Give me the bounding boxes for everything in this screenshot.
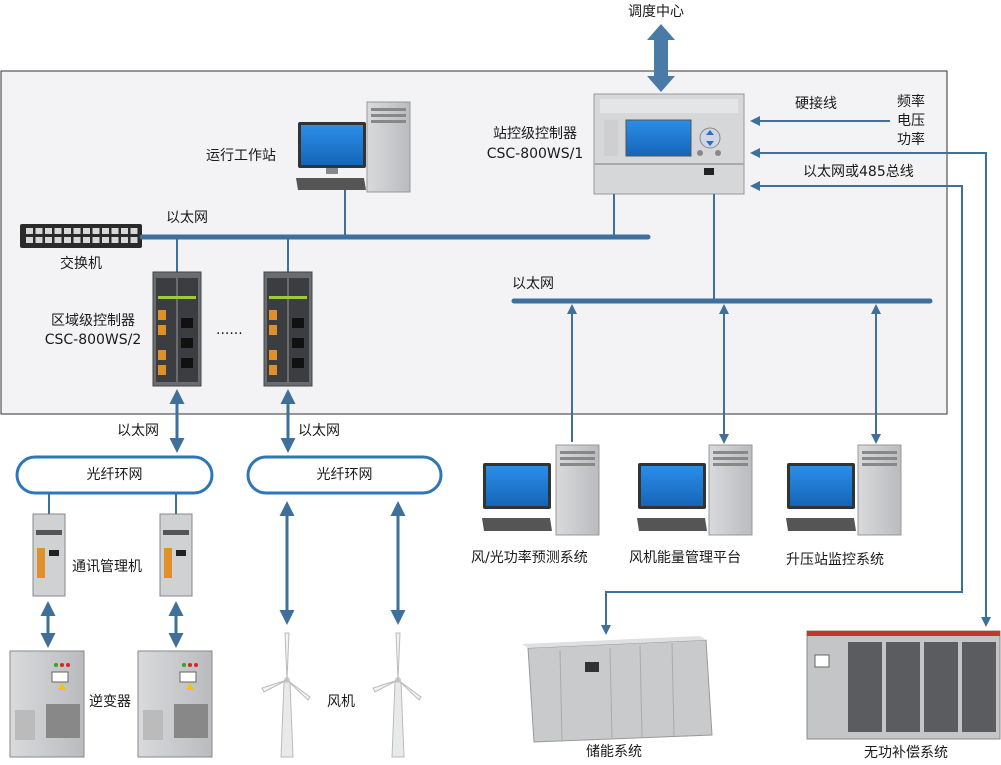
comm-manager-device-2: [159, 513, 193, 597]
substation-monitor-label: 升压站监控系统: [786, 552, 884, 568]
station-controller-title: 站控级控制器: [493, 126, 577, 142]
switch-port: [102, 237, 109, 243]
storage-system-label: 储能系统: [586, 744, 642, 760]
wind-turbine-icon-1: [261, 632, 311, 758]
switch-port: [73, 228, 81, 234]
inverter-cabinet-2: [137, 650, 213, 758]
regional-controller-model: CSC-800WS/2: [44, 332, 142, 348]
reactive-compensation-cabinet: [806, 630, 1001, 740]
energy-platform-computer-icon: [637, 444, 753, 536]
switch-port: [121, 228, 128, 234]
ethernet-485-label: 以太网或485总线: [803, 164, 914, 180]
wind-turbine-icon-2: [372, 632, 422, 758]
workstation-label: 运行工作站: [206, 148, 276, 164]
forecast-computer-icon: [482, 444, 600, 536]
fiber-ring-2-label: 光纤环网: [316, 467, 373, 483]
inverter-cabinet-1: [9, 650, 85, 758]
wind-turbine-label: 风机: [327, 694, 355, 710]
switch-port: [26, 237, 33, 243]
dispatch-center-label: 调度中心: [628, 4, 684, 20]
switch-port: [83, 237, 90, 243]
switch-label: 交换机: [60, 256, 102, 272]
switch-port: [111, 237, 119, 243]
switch-port: [54, 228, 62, 234]
switch-port: [130, 228, 138, 234]
regional-controller-device-2: [263, 271, 313, 387]
switch-port: [54, 237, 62, 243]
switch-port: [26, 228, 33, 234]
storage-system-cabinet: [522, 636, 713, 743]
link-reactive-comp: [750, 148, 991, 627]
regional-controller-device-1: [152, 271, 202, 387]
switch-port: [102, 228, 109, 234]
fiber-ring-2: [246, 455, 443, 495]
station-boundary-box: [0, 70, 948, 415]
switch-port: [64, 237, 71, 243]
switch-port: [64, 228, 71, 234]
ethernet-right-label: 以太网: [512, 276, 554, 292]
voltage-label: 电压: [897, 113, 925, 129]
switch-port: [35, 228, 43, 234]
substation-computer-icon: [786, 444, 902, 536]
comm-manager-device-1: [32, 513, 66, 597]
ethernet-switch-icon: [20, 224, 142, 248]
regional-controller-title: 区域级控制器: [51, 313, 135, 329]
fiber-ring-1-label: 光纤环网: [86, 467, 143, 483]
link-storage: [601, 181, 963, 635]
comm-manager-label: 通讯管理机: [72, 559, 142, 575]
forecast-system-label: 风/光功率预测系统: [471, 550, 588, 566]
station-controller-model: CSC-800WS/1: [486, 146, 584, 162]
energy-platform-label: 风机能量管理平台: [629, 550, 741, 566]
ellipsis-label: ......: [216, 322, 243, 338]
switch-port: [83, 228, 90, 234]
switch-port: [35, 237, 43, 243]
ethernet-top-label: 以太网: [166, 210, 208, 226]
switch-port: [45, 237, 52, 243]
dispatch-double-arrow: [647, 24, 675, 92]
switch-port: [92, 228, 100, 234]
switch-port: [130, 237, 138, 243]
workstation-computer-icon: [296, 101, 411, 193]
inverter-label: 逆变器: [89, 694, 131, 710]
switch-ports: [26, 228, 138, 243]
reactive-comp-label: 无功补偿系统: [864, 745, 948, 761]
ethernet-left-label-2: 以太网: [298, 423, 340, 439]
switch-port: [92, 237, 100, 243]
ethernet-left-label-1: 以太网: [117, 423, 159, 439]
switch-port: [121, 237, 128, 243]
frequency-label: 频率: [897, 94, 925, 110]
switch-port: [73, 237, 81, 243]
switch-port: [45, 228, 52, 234]
switch-port: [111, 228, 119, 234]
hardwire-label: 硬接线: [795, 96, 837, 112]
fiber-ring-1: [15, 455, 214, 495]
power-label: 功率: [897, 132, 925, 148]
station-controller-device: [593, 93, 745, 195]
